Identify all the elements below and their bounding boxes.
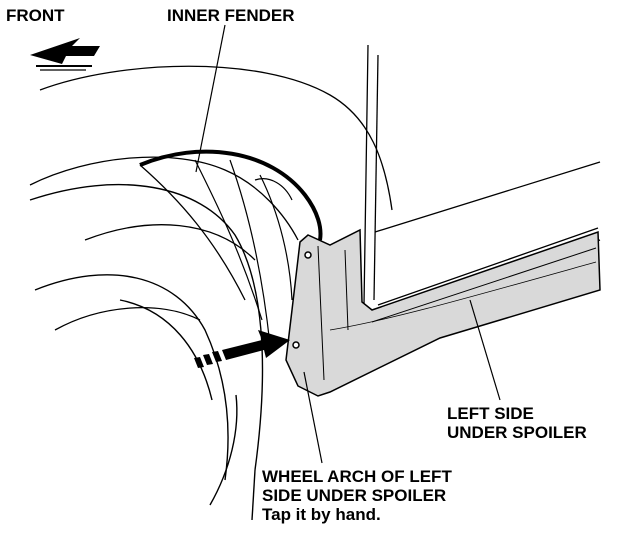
wheel-arch-label-line2: SIDE UNDER SPOILER: [262, 486, 447, 505]
tire-outline: [29, 184, 264, 521]
wheel-arch-label-line1: WHEEL ARCH OF LEFT: [262, 467, 452, 486]
front-label: FRONT: [6, 6, 65, 25]
left-side-under-spoiler-label: LEFT SIDE UNDER SPOILER: [447, 404, 587, 442]
inner-fender-leader: [195, 24, 226, 173]
wheel-arch-label-line3: Tap it by hand.: [262, 505, 381, 524]
left-spoiler-leader: [469, 299, 501, 401]
wheel-arch-label: WHEEL ARCH OF LEFT SIDE UNDER SPOILER Ta…: [262, 467, 452, 524]
left-side-label-line1: LEFT SIDE: [447, 404, 534, 423]
leader-lines: [195, 24, 501, 464]
left-side-label-line2: UNDER SPOILER: [447, 423, 587, 442]
inner-fender-label: INNER FENDER: [167, 6, 295, 25]
tap-arrow: [194, 330, 290, 368]
left-side-under-spoiler: [285, 228, 601, 397]
fender-outline: [29, 65, 393, 331]
wheel-arch-leader: [303, 371, 323, 464]
inner-fender: [139, 149, 323, 346]
front-direction-arrow: [30, 38, 100, 71]
